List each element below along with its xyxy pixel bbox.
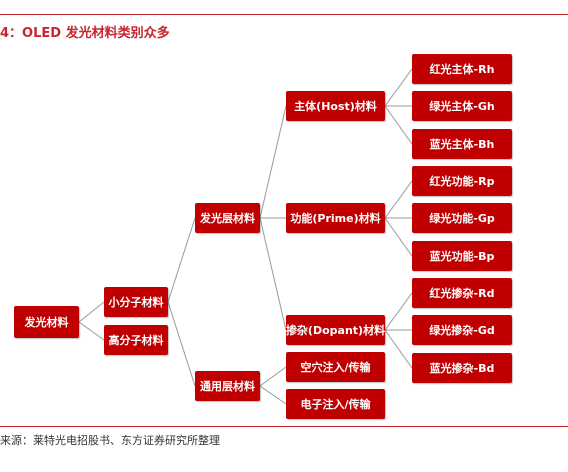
- link-common-electron: [259, 385, 287, 405]
- figure-source: 来源：莱特光电招股书、东方证券研究所整理: [0, 434, 220, 447]
- node-electron-injection: 电子注入/传输: [286, 389, 385, 419]
- link-root-polymer: [78, 321, 105, 341]
- link-prime-rp: [384, 180, 413, 219]
- link-emissive-dopant: [259, 217, 287, 331]
- node-emissive-layer: 发光层材料: [195, 203, 260, 233]
- node-blue-host: 蓝光主体-Bh: [412, 129, 512, 159]
- node-red-prime: 红光功能-Rp: [412, 166, 512, 196]
- node-blue-dopant: 蓝光掺杂-Bd: [412, 353, 512, 383]
- node-prime-material: 功能(Prime)材料: [286, 203, 385, 233]
- link-emissive-host: [259, 105, 287, 219]
- link-host-bh: [384, 105, 413, 145]
- node-small-molecule: 小分子材料: [104, 287, 168, 317]
- link-prime-bp: [384, 217, 413, 257]
- node-blue-prime: 蓝光功能-Bp: [412, 241, 512, 271]
- link-dopant-rd: [384, 292, 413, 331]
- link-dopant-bd: [384, 329, 413, 369]
- bottom-rule: [0, 426, 568, 427]
- figure-title: 4：OLED 发光材料类别众多: [0, 26, 170, 41]
- link-common-hole: [259, 366, 287, 387]
- node-dopant-material: 掺杂(Dopant)材料: [286, 315, 385, 345]
- node-polymer: 高分子材料: [104, 325, 168, 355]
- node-green-prime: 绿光功能-Gp: [412, 203, 512, 233]
- node-green-dopant: 绿光掺杂-Gd: [412, 315, 512, 345]
- link-root-small: [78, 301, 105, 323]
- node-host-material: 主体(Host)材料: [286, 91, 385, 121]
- node-common-layer: 通用层材料: [195, 371, 260, 401]
- node-hole-injection: 空穴注入/传输: [286, 352, 385, 382]
- node-green-host: 绿光主体-Gh: [412, 91, 512, 121]
- link-small-common: [167, 301, 196, 387]
- link-host-rh: [384, 68, 413, 107]
- node-red-host: 红光主体-Rh: [412, 54, 512, 84]
- top-rule: [0, 14, 568, 15]
- node-luminescent-materials: 发光材料: [14, 306, 79, 338]
- node-red-dopant: 红光掺杂-Rd: [412, 278, 512, 308]
- link-small-emissive: [167, 217, 196, 303]
